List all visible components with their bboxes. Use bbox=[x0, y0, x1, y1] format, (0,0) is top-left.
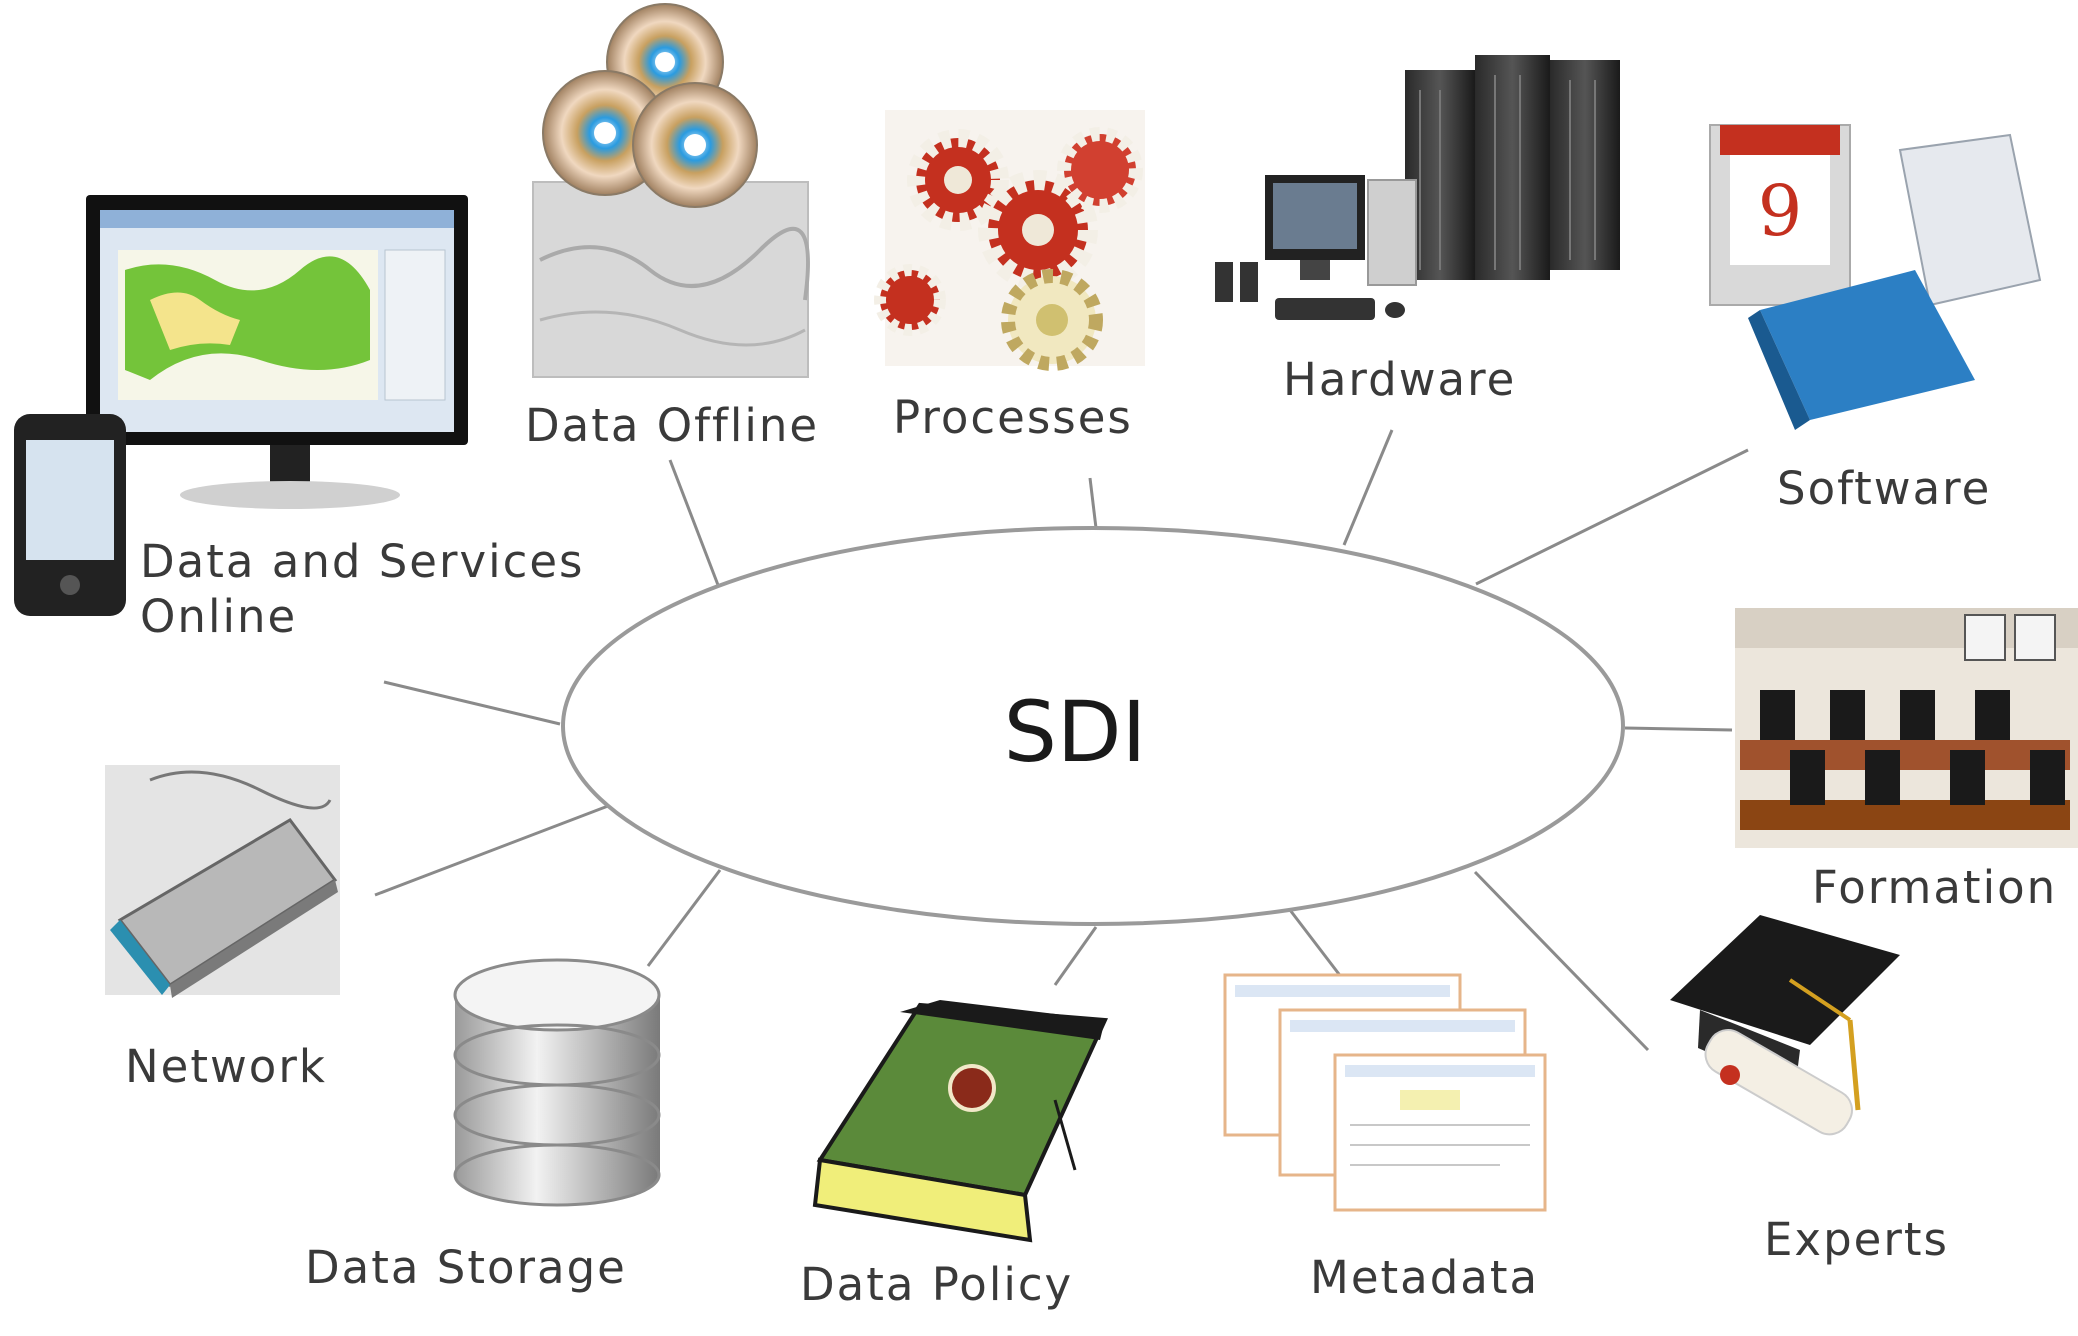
label-software: Software bbox=[1777, 462, 1991, 515]
connector-experts bbox=[1473, 870, 1650, 1052]
label-data-storage: Data Storage bbox=[305, 1241, 627, 1294]
connector-data-services-online bbox=[383, 680, 561, 726]
connector-data-offline bbox=[668, 459, 720, 586]
metadata-documents-icon bbox=[1223, 973, 1547, 1212]
software-box-icon: 9 bbox=[1709, 124, 2042, 430]
cd-disc-icons bbox=[542, 3, 758, 208]
map-icon bbox=[532, 181, 810, 378]
connector-lines bbox=[374, 429, 1749, 1052]
classroom-icon bbox=[1735, 608, 2078, 848]
label-network: Network bbox=[125, 1040, 327, 1093]
desktop-pc-icon bbox=[1215, 175, 1417, 320]
label-data-services-online-line2: Online bbox=[140, 590, 297, 643]
gears-icon bbox=[874, 110, 1145, 371]
label-data-services-online-line1: Data and Services bbox=[140, 535, 584, 588]
svg-text:9: 9 bbox=[1758, 170, 1803, 252]
server-rack-icon bbox=[1405, 55, 1620, 280]
connector-processes bbox=[1088, 477, 1098, 529]
label-data-policy: Data Policy bbox=[800, 1258, 1073, 1311]
connector-metadata bbox=[1288, 909, 1347, 983]
connector-data-policy bbox=[1053, 926, 1098, 986]
sdi-center-label: SDI bbox=[1004, 683, 1147, 781]
label-metadata: Metadata bbox=[1310, 1251, 1539, 1304]
monitor-icon bbox=[86, 195, 468, 509]
label-processes: Processes bbox=[893, 391, 1133, 444]
graduation-cap-icon bbox=[1670, 915, 1900, 1136]
database-icon bbox=[453, 958, 661, 1207]
network-router-icon bbox=[105, 765, 340, 998]
connector-hardware bbox=[1342, 429, 1394, 546]
connector-network bbox=[374, 804, 609, 897]
policy-book-icon bbox=[812, 1000, 1109, 1243]
mobile-phone-icon bbox=[14, 414, 126, 616]
label-data-offline: Data Offline bbox=[525, 399, 819, 452]
sdi-ellipse bbox=[561, 526, 1625, 926]
label-formation: Formation bbox=[1812, 861, 2057, 914]
connector-data-storage bbox=[646, 869, 722, 967]
label-hardware: Hardware bbox=[1283, 353, 1516, 406]
connector-software bbox=[1475, 448, 1749, 586]
connector-formation bbox=[1624, 726, 1733, 732]
label-experts: Experts bbox=[1764, 1213, 1949, 1266]
